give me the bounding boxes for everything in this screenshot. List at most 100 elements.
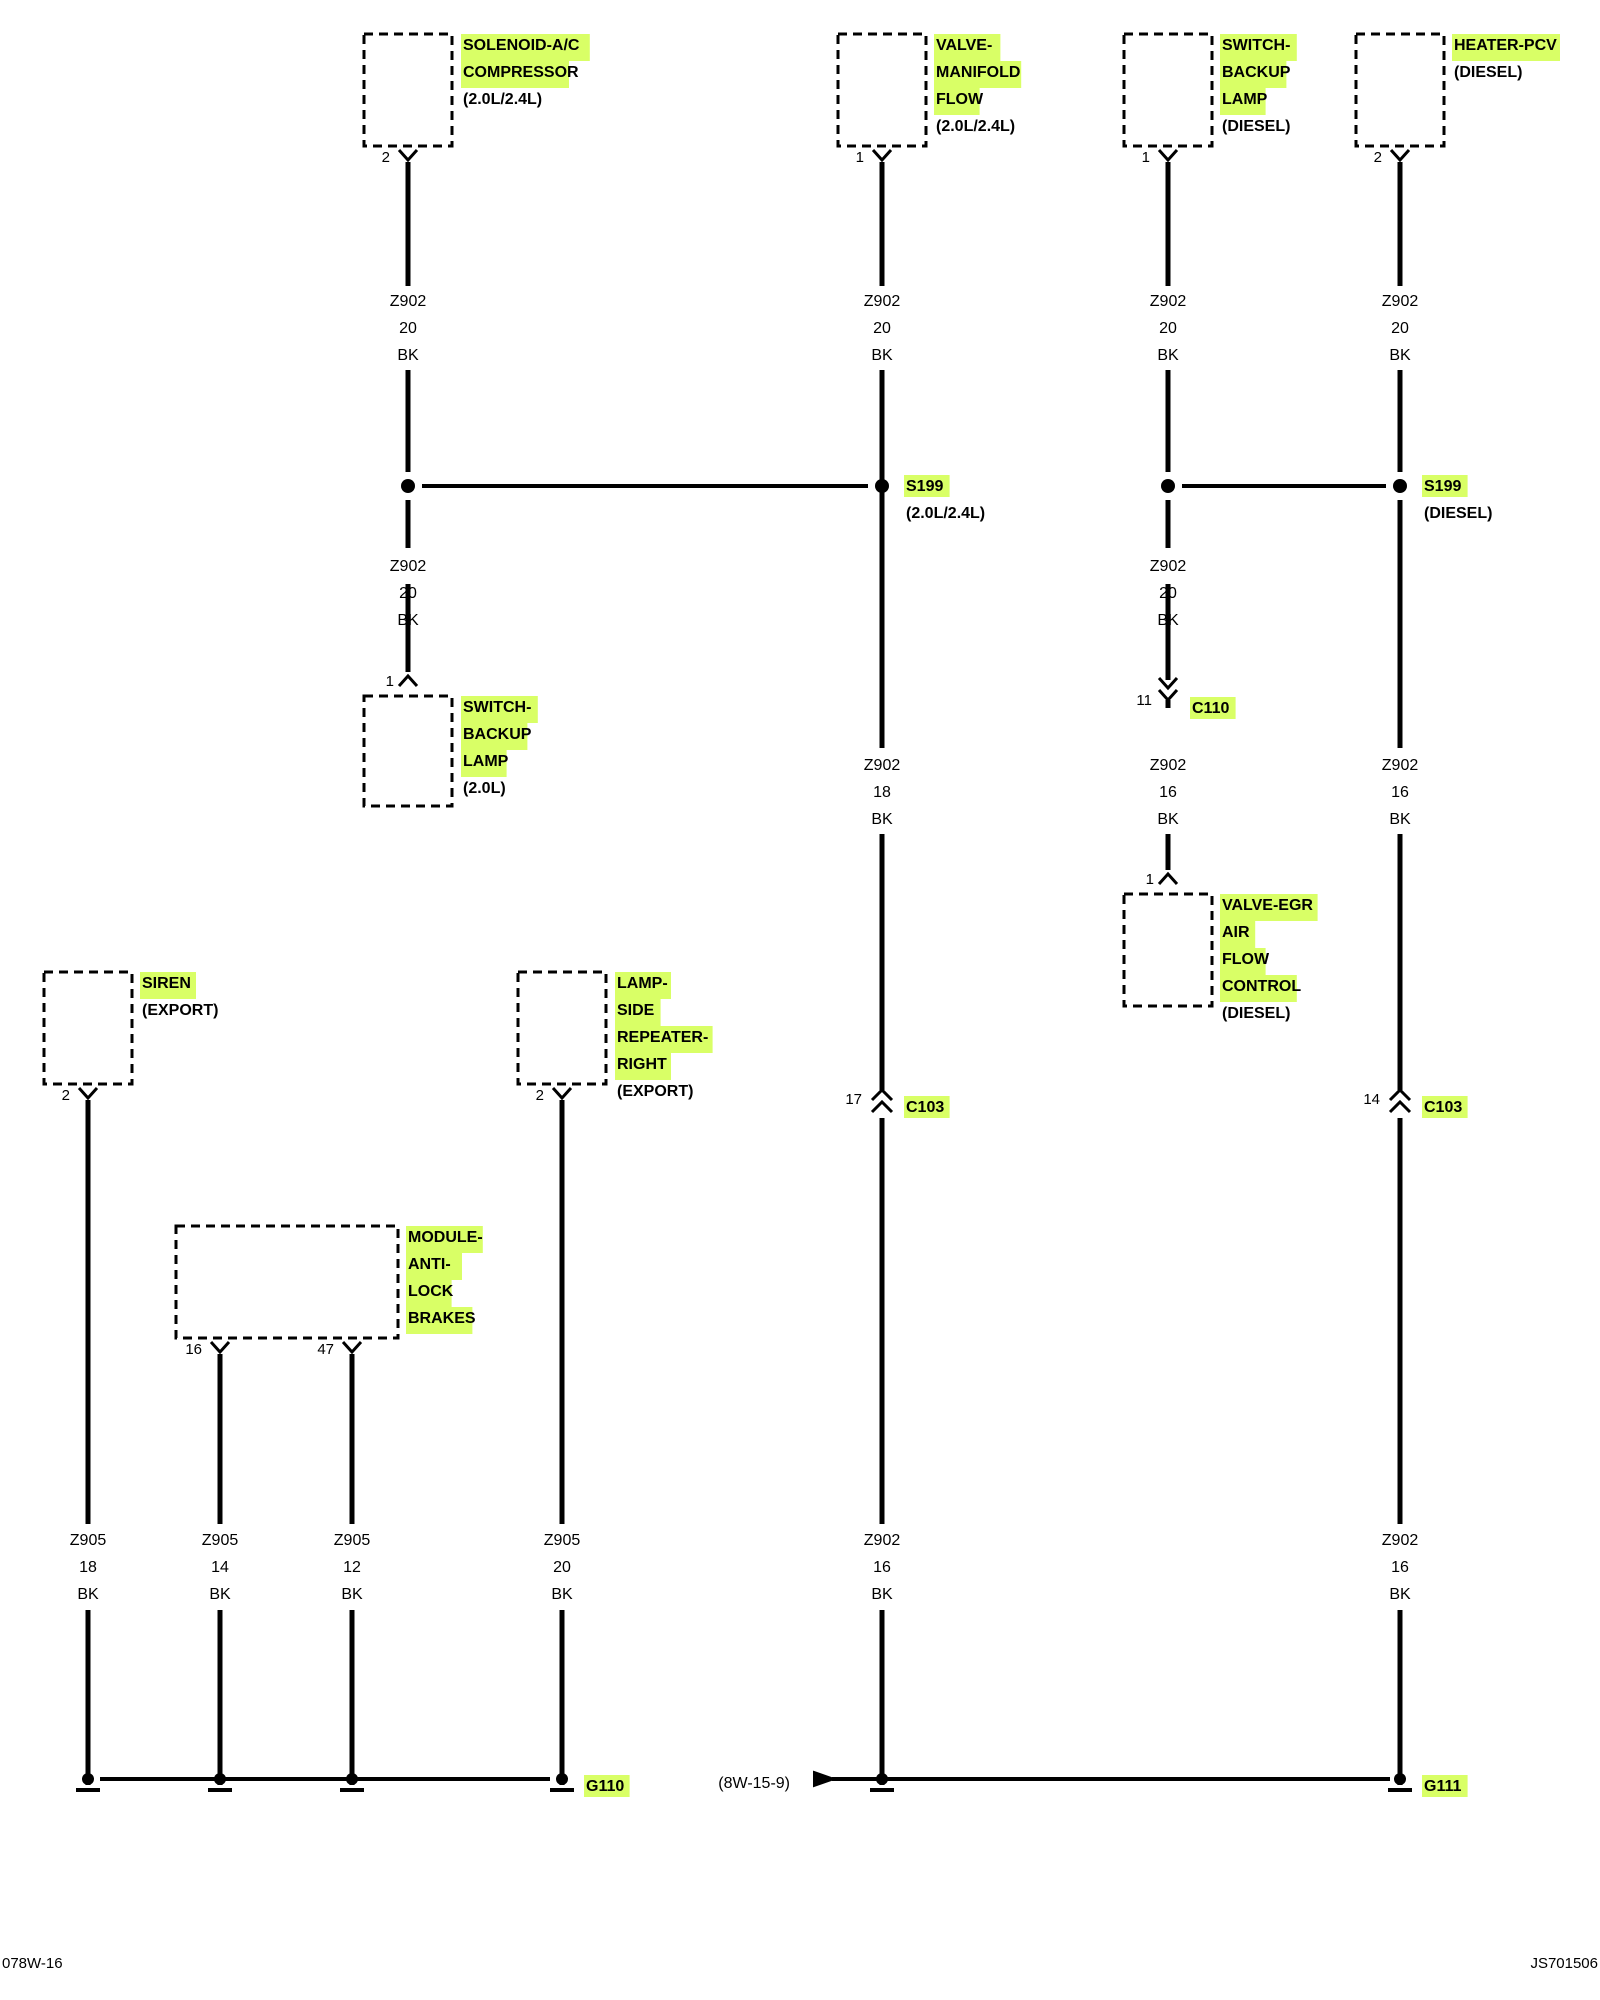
siren-label-line: SIREN — [142, 975, 191, 992]
valve_manifold-label-highlight — [934, 34, 1001, 61]
valve_manifold-box — [836, 32, 928, 148]
reference-label: (8W-15-9) — [718, 1775, 790, 1792]
s199-a-label-highlight — [904, 475, 950, 497]
c110-pin: 11 — [1136, 692, 1152, 709]
g110-node-dot — [214, 1773, 226, 1785]
switch_backup_diesel-label-line: LAMP — [1222, 91, 1268, 108]
g111-node-dot — [1394, 1773, 1406, 1785]
switch-backup-diesel-pin-terminal — [1157, 148, 1179, 163]
switch_backup_diesel-label-highlight — [1220, 61, 1287, 88]
c110-arrow-bottom — [1157, 688, 1179, 703]
module_abs-label-line: ANTI- — [408, 1256, 451, 1273]
solenoid_ac-label-line: COMPRESSOR — [463, 64, 579, 81]
g111-node-dot — [876, 1773, 888, 1785]
w11-color: BK — [209, 1586, 231, 1603]
w13-circuit: Z905 — [544, 1532, 581, 1549]
solenoid_ac-note: (2.0L/2.4L) — [463, 91, 542, 108]
module_abs-label-line: MODULE- — [408, 1229, 483, 1246]
w3-circuit: Z902 — [1150, 293, 1187, 310]
w3-color: BK — [1157, 347, 1179, 364]
switch-backup-20-pin-terminal — [397, 673, 419, 688]
valve_manifold-label-highlight — [934, 61, 1022, 88]
g111-label-highlight — [1422, 1775, 1468, 1797]
w15-gauge: 16 — [1391, 1559, 1409, 1576]
valve_manifold-label-line: FLOW — [936, 91, 984, 108]
w15-color: BK — [1389, 1586, 1411, 1603]
heater_pcv-label-line: HEATER-PCV — [1454, 37, 1557, 54]
heater_pcv-box — [1354, 32, 1446, 148]
switch_backup_diesel-label-line: BACKUP — [1222, 64, 1291, 81]
solenoid-ac-pin-terminal — [397, 148, 419, 163]
footer-left: 078W-16 — [2, 1955, 63, 1972]
valve_egr-label-line: VALVE-EGR — [1222, 897, 1313, 914]
c103-b-label: C103 — [1424, 1099, 1462, 1116]
w15-circuit: Z902 — [1382, 1532, 1419, 1549]
w9-circuit: Z902 — [1382, 757, 1419, 774]
g110-label: G110 — [586, 1778, 624, 1795]
w7-circuit: Z902 — [864, 757, 901, 774]
siren-box — [42, 970, 134, 1086]
g110-node-dot — [346, 1773, 358, 1785]
heater-pcv-pin: 2 — [1374, 149, 1382, 166]
w11-gauge: 14 — [211, 1559, 229, 1576]
valve_manifold-label-highlight — [934, 88, 980, 115]
w1-color: BK — [397, 347, 419, 364]
w14-color: BK — [871, 1586, 893, 1603]
w10-gauge: 18 — [79, 1559, 97, 1576]
c103-a-arrow-top — [870, 1087, 894, 1102]
splice-dot — [1161, 479, 1175, 493]
valve_egr-label-line: FLOW — [1222, 951, 1270, 968]
module_abs-label-highlight — [406, 1226, 483, 1253]
lamp_side-label-highlight — [615, 972, 671, 999]
w6-gauge: 20 — [1159, 585, 1177, 602]
switch_backup_20-label-highlight — [461, 696, 538, 723]
c103-a-label-highlight — [904, 1096, 950, 1118]
valve_egr-label-highlight — [1220, 948, 1266, 975]
g110-node-dot — [556, 1773, 568, 1785]
w4-circuit: Z902 — [1382, 293, 1419, 310]
switch_backup_20-label-line: BACKUP — [463, 726, 532, 743]
lamp_side-label-line: SIDE — [617, 1002, 655, 1019]
switch_backup_20-label-highlight — [461, 750, 507, 777]
module_abs-label-line: BRAKES — [408, 1310, 476, 1327]
valve_manifold-label-line: VALVE- — [936, 37, 992, 54]
siren-note: (EXPORT) — [142, 1002, 218, 1019]
w4-color: BK — [1389, 347, 1411, 364]
g110-label-highlight — [584, 1775, 630, 1797]
w2-circuit: Z902 — [864, 293, 901, 310]
splice-dot — [1393, 479, 1407, 493]
valve-manifold-pin-terminal — [871, 148, 893, 163]
c103-a-pin: 17 — [845, 1091, 862, 1108]
switch_backup_20-label-highlight — [461, 723, 528, 750]
g110-node-dot — [82, 1773, 94, 1785]
s199-b-note: (DIESEL) — [1424, 505, 1492, 522]
s199-a-note: (2.0L/2.4L) — [906, 505, 985, 522]
footer-right: JS701506 — [1530, 1955, 1598, 1972]
w2-color: BK — [871, 347, 893, 364]
c103-b-label-highlight — [1422, 1096, 1468, 1118]
w7-gauge: 18 — [873, 784, 891, 801]
module_abs-box — [174, 1224, 400, 1340]
c103-b-arrow-bottom — [1388, 1099, 1412, 1114]
solenoid_ac-label-highlight — [461, 61, 569, 88]
switch_backup_20-label-line: SWITCH- — [463, 699, 531, 716]
module_abs-label-line: LOCK — [408, 1283, 454, 1300]
w6-circuit: Z902 — [1150, 558, 1187, 575]
lamp-side-pin: 2 — [536, 1087, 544, 1104]
valve-egr-pin: 1 — [1146, 871, 1154, 888]
solenoid_ac-label-line: SOLENOID-A/C — [463, 37, 580, 54]
valve_manifold-note: (2.0L/2.4L) — [936, 118, 1015, 135]
c103-a-label: C103 — [906, 1099, 944, 1116]
lamp_side-label-highlight — [615, 1053, 671, 1080]
w13-color: BK — [551, 1586, 573, 1603]
w13-gauge: 20 — [553, 1559, 571, 1576]
valve_egr-label-line: AIR — [1222, 924, 1250, 941]
w6-color: BK — [1157, 612, 1179, 629]
abs-pin-16: 16 — [185, 1341, 202, 1358]
w4-gauge: 20 — [1391, 320, 1409, 337]
w5-gauge: 20 — [399, 585, 417, 602]
w7-color: BK — [871, 811, 893, 828]
abs-pin-47-terminal — [341, 1340, 363, 1355]
c110-arrow-top — [1157, 676, 1179, 691]
switch_backup_20-note: (2.0L) — [463, 780, 506, 797]
